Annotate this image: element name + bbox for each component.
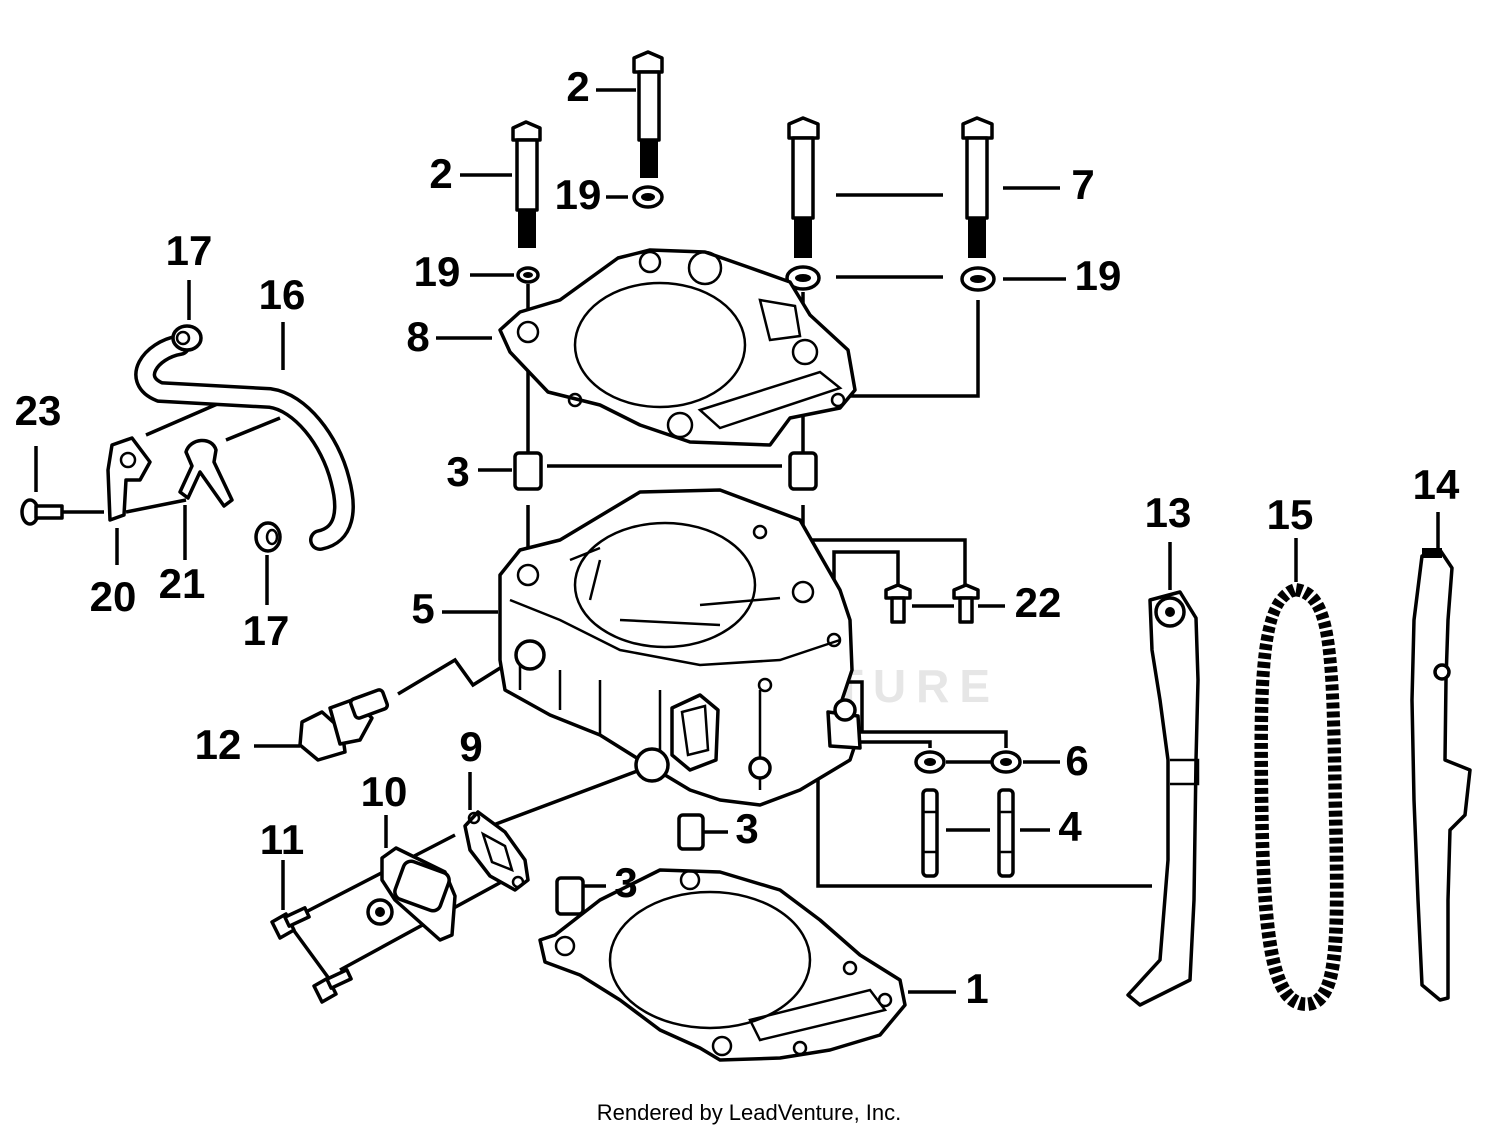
cam-chain-15 — [1254, 582, 1344, 1011]
callout-20: 20 — [90, 573, 137, 620]
cylinder-bolt-7-right — [961, 116, 994, 258]
stud-4-set — [921, 788, 1015, 878]
callout-3-upper: 3 — [446, 448, 469, 495]
cam-chain-tensioner-10 — [366, 846, 457, 942]
cylinder-bolt-7-left — [787, 116, 820, 258]
callout-1: 1 — [965, 965, 988, 1012]
callout-13: 13 — [1145, 489, 1192, 536]
callout-6: 6 — [1065, 737, 1088, 784]
callout-16: 16 — [259, 271, 306, 318]
footer-credit: Rendered by LeadVenture, Inc. — [597, 1100, 902, 1125]
callout-2-top: 2 — [566, 63, 589, 110]
callout-10: 10 — [361, 768, 408, 815]
chain-guide-13 — [1126, 590, 1200, 1007]
callout-3-lower-right: 3 — [735, 805, 758, 852]
breather-hose-16 — [134, 334, 355, 551]
washer-19-set — [516, 185, 996, 292]
tensioner-bolt-11-set — [270, 906, 353, 1004]
callout-labels: 1 2 2 3 3 3 4 5 6 7 8 9 10 11 12 13 14 1… — [15, 63, 1460, 1012]
hose-clamp-17-set — [171, 324, 282, 553]
cylinder-bolt-2-top — [632, 50, 664, 178]
washer-6-set — [914, 750, 1022, 774]
hose-bracket-20 — [106, 436, 152, 522]
cylinder-block-5 — [498, 488, 862, 807]
callout-12: 12 — [195, 721, 242, 768]
callout-9: 9 — [459, 723, 482, 770]
stud-bolt-22-set — [884, 583, 980, 624]
callout-7: 7 — [1071, 161, 1094, 208]
dowel-pin-3-set — [513, 451, 818, 916]
cylinder-base-gasket-1 — [538, 868, 907, 1062]
hose-clip-21 — [178, 438, 234, 508]
callout-15: 15 — [1267, 491, 1314, 538]
callout-22: 22 — [1015, 579, 1062, 626]
callout-17-top: 17 — [166, 227, 213, 274]
callout-4: 4 — [1058, 803, 1082, 850]
cylinder-bolt-2-left — [511, 120, 542, 248]
callout-17-bottom: 17 — [243, 607, 290, 654]
callout-23: 23 — [15, 387, 62, 434]
callout-19-right: 19 — [1075, 252, 1122, 299]
callout-19-left: 19 — [414, 248, 461, 295]
cylinder-head-gasket-8 — [498, 248, 857, 447]
callout-3-lower-left: 3 — [614, 859, 637, 906]
callout-11: 11 — [260, 816, 304, 863]
chain-guide-14 — [1410, 548, 1472, 1002]
callout-19-top: 19 — [555, 171, 602, 218]
temperature-sensor-12 — [298, 688, 390, 762]
callout-8: 8 — [406, 313, 429, 360]
callout-21: 21 — [159, 560, 206, 607]
callout-14: 14 — [1413, 461, 1460, 508]
callout-2-left: 2 — [429, 150, 452, 197]
callout-5: 5 — [411, 585, 434, 632]
bolt-23 — [20, 498, 64, 526]
tensioner-gasket-9 — [463, 810, 530, 892]
